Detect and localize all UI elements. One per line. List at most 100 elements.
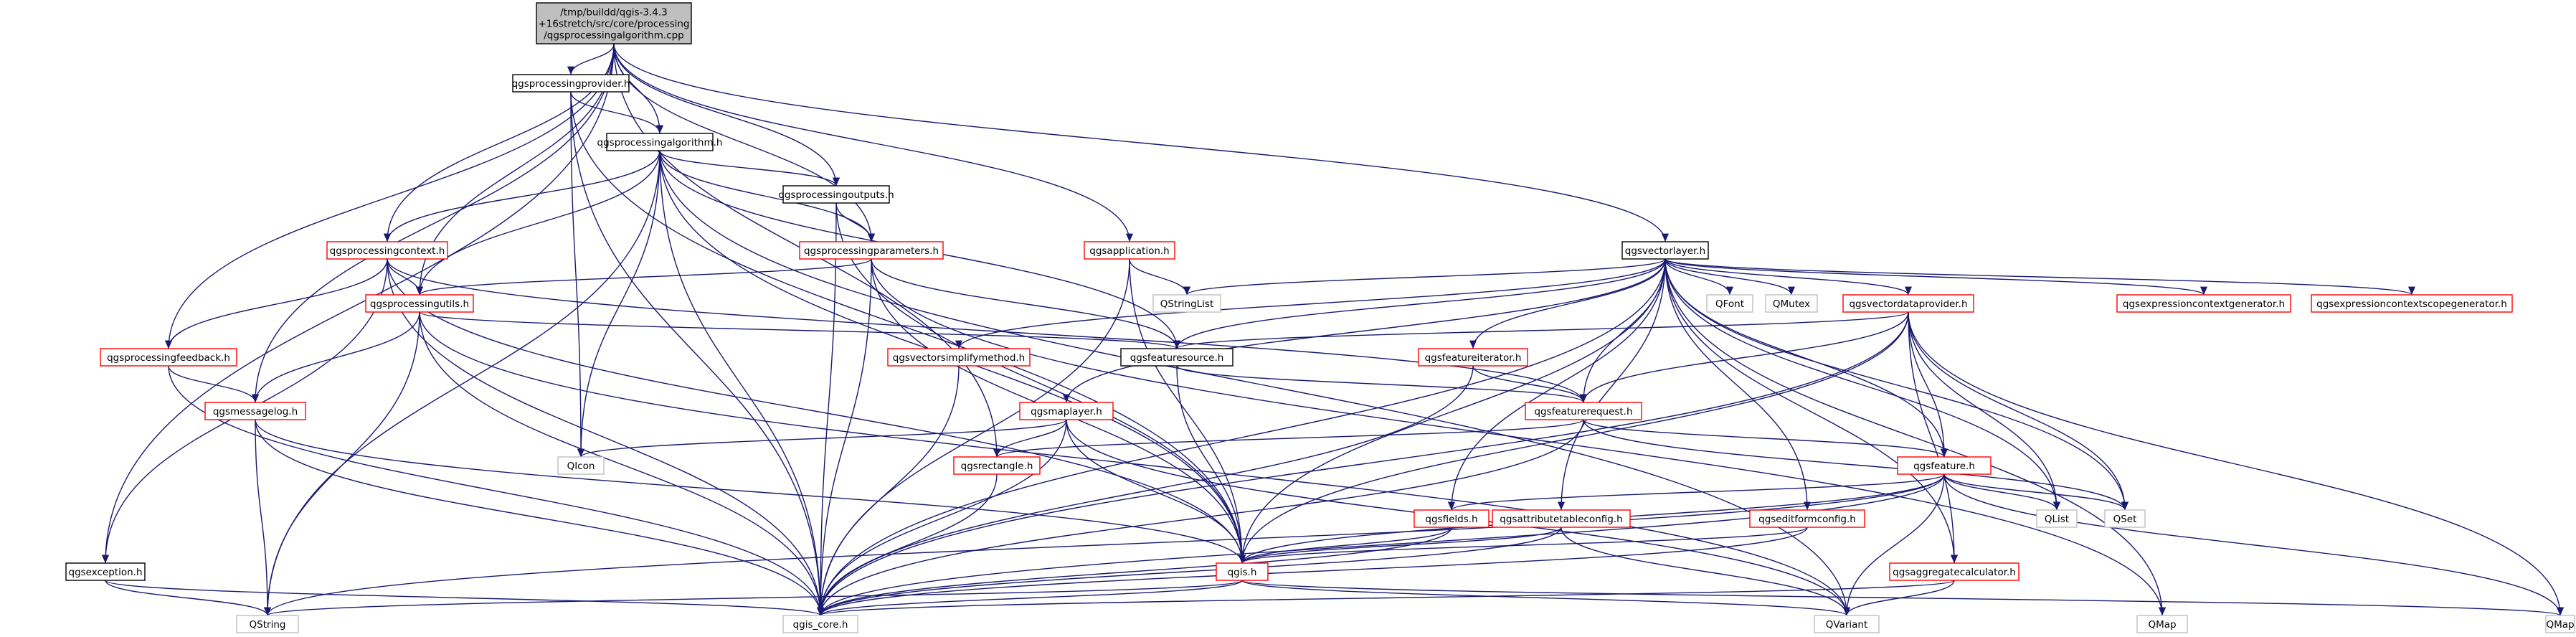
- edge-algorithm-to-qstring: [263, 150, 660, 616]
- edge-attrtable-to-qgiscore: [817, 527, 1562, 616]
- node-editform[interactable]: qgseditformconfig.h: [1749, 509, 1865, 528]
- edge-feature-to-qmap_l: [1943, 473, 2564, 616]
- edge-algorithm-to-qgiscore: [659, 150, 825, 616]
- node-label: QSet: [2113, 514, 2137, 525]
- edge-editform-to-qgis: [1239, 527, 1808, 564]
- edge-vectorlayer-to-qmutex: [1665, 258, 1795, 296]
- node-qmap_l: QMap: [2545, 615, 2575, 633]
- node-maplayer[interactable]: qgsmaplayer.h: [1019, 402, 1114, 420]
- edge-exception-to-qgiscore: [105, 580, 824, 616]
- edge-dataprovider-to-qset: [1908, 311, 2129, 511]
- edge-outputs-to-params: [835, 202, 876, 242]
- node-application[interactable]: qgsapplication.h: [1084, 241, 1175, 260]
- edge-utils-to-qgiscore: [419, 311, 825, 616]
- node-label: qgsprocessingfeedback.h: [107, 352, 230, 364]
- node-qset: QSet: [2104, 509, 2146, 528]
- edge-params-to-qmap_r: [871, 258, 2166, 616]
- node-label: qgsmessagelog.h: [213, 406, 298, 417]
- node-label: QVariant: [1826, 619, 1868, 631]
- edge-maplayer-to-qgis: [1066, 419, 1246, 564]
- edge-feature-to-qstring: [264, 473, 1945, 616]
- node-vectorlayer[interactable]: qgsvectorlayer.h: [1621, 241, 1709, 260]
- edge-feedback-to-msglog: [168, 365, 259, 403]
- node-exprctxgen[interactable]: qgsexpressioncontextgenerator.h: [2116, 294, 2291, 313]
- edge-feature-to-qvariant: [1842, 473, 1945, 616]
- node-label: qgsapplication.h: [1089, 245, 1170, 257]
- node-dataprovider[interactable]: qgsvectordataprovider.h: [1842, 294, 1974, 313]
- node-msglog[interactable]: qgsmessagelog.h: [204, 402, 306, 420]
- edge-feature-to-qgiscore: [817, 473, 1945, 616]
- node-qstring: QString: [236, 615, 299, 633]
- node-feedback[interactable]: qgsprocessingfeedback.h: [100, 348, 237, 367]
- edge-vectorlayer-to-featuresource: [1173, 258, 1666, 349]
- edge-root-to-feedback: [164, 43, 615, 349]
- node-label: QMutex: [1773, 298, 1810, 310]
- edge-root-to-context: [383, 43, 615, 242]
- edge-vectorlayer-to-dataprovider: [1665, 258, 1912, 296]
- node-featuresource[interactable]: qgsfeaturesource.h: [1120, 348, 1233, 367]
- node-aggregate[interactable]: qgsaggregatecalculator.h: [1889, 562, 2019, 581]
- edge-featurerequest-to-qset: [1583, 419, 2128, 511]
- node-qgiscore: qgis_core.h: [782, 615, 858, 633]
- edge-attrtable-to-qgis: [1239, 527, 1562, 564]
- edge-algorithm-to-utils: [415, 150, 660, 296]
- edge-params-to-featuresource: [871, 258, 1180, 349]
- edge-provider-to-algorithm: [570, 91, 663, 134]
- node-feature[interactable]: qgsfeature.h: [1897, 456, 1992, 475]
- node-outputs[interactable]: qgsprocessingoutputs.h: [778, 185, 894, 204]
- node-algorithm[interactable]: qgsprocessingalgorithm.h: [597, 133, 723, 151]
- edge-vectorlayer-to-qset: [1665, 258, 2128, 511]
- node-qlist: QList: [2036, 509, 2078, 528]
- edge-aggregate-to-qgiscore: [817, 580, 1955, 616]
- node-featureiterator[interactable]: qgsfeatureiterator.h: [1418, 348, 1528, 367]
- node-label: qgsfeaturerequest.h: [1534, 406, 1632, 417]
- node-fields[interactable]: qgsfields.h: [1414, 509, 1490, 528]
- edge-utils-to-featuresource: [419, 311, 1180, 349]
- node-utils[interactable]: qgsprocessingutils.h: [365, 294, 474, 313]
- node-label: QString: [250, 619, 286, 631]
- edge-dataprovider-to-featurerequest: [1580, 311, 1909, 403]
- node-exception[interactable]: qgsexception.h: [65, 562, 146, 581]
- node-exprscopegen[interactable]: qgsexpressioncontextscopegenerator.h: [2311, 294, 2513, 313]
- root-label-line-2: +16stretch/src/core/processing: [539, 19, 690, 30]
- node-label: qgsprocessingutils.h: [370, 298, 469, 310]
- root-label-line-1: /tmp/buildd/qgis-3.4.3: [560, 7, 668, 19]
- edge-msglog-to-qstring: [255, 419, 272, 616]
- node-qstringlist: QStringList: [1152, 294, 1221, 313]
- edge-editform-to-qgiscore: [817, 527, 1808, 616]
- edge-application-to-qstringlist: [1129, 258, 1191, 296]
- edge-dataprovider-to-qlist: [1908, 311, 2061, 511]
- edge-root-to-exception: [101, 43, 615, 564]
- node-context[interactable]: qgsprocessingcontext.h: [326, 241, 448, 260]
- node-label: QMap: [2546, 619, 2574, 631]
- edge-featuresource-to-qgis: [1176, 365, 1246, 564]
- edge-vectorlayer-to-fields: [1447, 258, 1666, 511]
- edge-dataprovider-to-qgis: [1239, 311, 1909, 564]
- node-label: QMap: [2148, 619, 2176, 631]
- node-featurerequest[interactable]: qgsfeaturerequest.h: [1525, 402, 1642, 420]
- node-label: qgsprocessingcontext.h: [330, 245, 445, 257]
- edge-context-to-utils: [387, 258, 424, 296]
- node-label: qgsexpressioncontextgenerator.h: [2123, 298, 2285, 310]
- edge-dataprovider-to-feature: [1908, 311, 1948, 458]
- node-simplify[interactable]: qgsvectorsimplifymethod.h: [887, 348, 1031, 367]
- node-rectangle[interactable]: qgsrectangle.h: [953, 456, 1041, 475]
- edge-application-to-qgis: [1129, 258, 1246, 564]
- edge-root-to-application: [613, 43, 1133, 242]
- edge-utils-to-msglog: [252, 311, 420, 403]
- edge-dataprovider-to-qmap_l: [1908, 311, 2564, 616]
- node-qgis[interactable]: qgis.h: [1216, 562, 1269, 581]
- node-attrtable[interactable]: qgsattributetableconfig.h: [1492, 509, 1631, 528]
- edge-outputs-to-qgiscore: [816, 202, 837, 616]
- node-label: qgsexception.h: [69, 567, 143, 578]
- node-label: qgsfeature.h: [1913, 461, 1975, 472]
- edge-msglog-to-qgis: [255, 419, 1246, 564]
- root-file-node: /tmp/buildd/qgis-3.4.3+16stretch/src/cor…: [536, 2, 692, 44]
- edge-dataprovider-to-featuresource: [1173, 311, 1909, 349]
- node-params[interactable]: qgsprocessingparameters.h: [799, 241, 944, 260]
- edge-algorithm-to-context: [384, 150, 660, 242]
- edge-vectorlayer-to-qstringlist: [1183, 258, 1666, 296]
- node-provider[interactable]: qgsprocessingprovider.h: [512, 74, 630, 93]
- node-label: qgsvectorlayer.h: [1625, 245, 1705, 257]
